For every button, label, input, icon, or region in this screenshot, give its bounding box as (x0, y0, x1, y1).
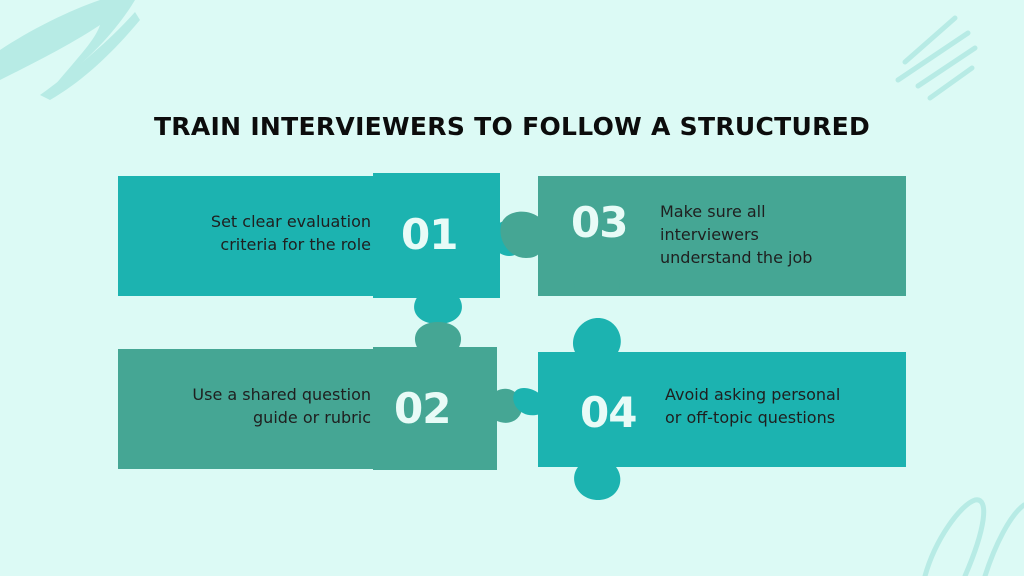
puzzle-piece-02 (118, 322, 523, 470)
piece-04-text: Avoid asking personal or off-topic quest… (665, 383, 895, 429)
puzzle-piece-01 (118, 173, 525, 324)
puzzle-piece-04 (513, 318, 906, 500)
piece-04-text-line-2: or off-topic questions (665, 408, 836, 427)
piece-03-text-line-2: interviewers (660, 225, 759, 244)
piece-03-text-line-3: understand the job (660, 248, 813, 267)
piece-04-number: 04 (580, 388, 637, 437)
puzzle-piece-03 (500, 176, 906, 296)
page-title: TRAIN INTERVIEWERS TO FOLLOW A STRUCTURE… (153, 112, 871, 141)
piece-01-text: Set clear evaluation criteria for the ro… (150, 210, 371, 256)
piece-02-text-line-1: Use a shared question (192, 385, 371, 404)
piece-03-text: Make sure all interviewers understand th… (660, 200, 890, 269)
decor-brush-top-left (0, 0, 140, 100)
decor-loop-bottom-right (922, 497, 1024, 576)
piece-01-text-line-1: Set clear evaluation (210, 212, 371, 231)
piece-02-text: Use a shared question guide or rubric (150, 383, 371, 429)
decor-strokes-top-right (895, 15, 978, 101)
piece-02-text-line-2: guide or rubric (253, 408, 371, 427)
piece-03-number: 03 (571, 198, 628, 247)
piece-02-number: 02 (394, 384, 451, 433)
piece-03-text-line-1: Make sure all (660, 202, 766, 221)
piece-04-text-line-1: Avoid asking personal (665, 385, 841, 404)
piece-01-text-line-2: criteria for the role (220, 235, 371, 254)
piece-01-number: 01 (401, 210, 458, 259)
